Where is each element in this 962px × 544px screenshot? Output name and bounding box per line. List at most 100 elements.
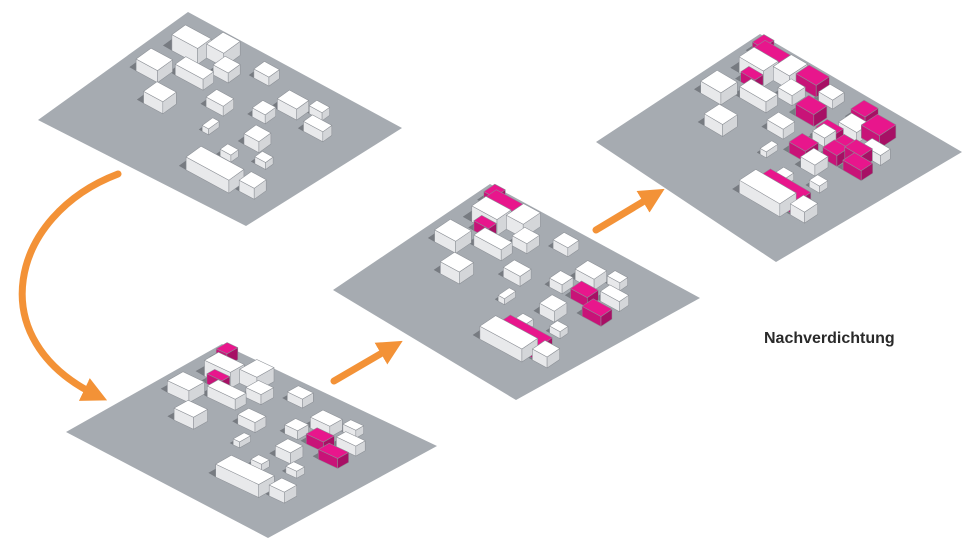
building-roof <box>790 194 818 213</box>
existing-building <box>253 61 280 87</box>
existing-building <box>739 169 797 218</box>
building-roof <box>318 442 349 459</box>
existing-building <box>549 320 569 339</box>
existing-building <box>766 111 795 140</box>
existing-building <box>818 84 845 110</box>
building-roof <box>434 219 472 242</box>
building-roof <box>206 31 241 54</box>
building-roof <box>532 340 560 358</box>
building-roof <box>254 151 274 163</box>
building-roof <box>143 81 177 103</box>
existing-building <box>704 103 738 137</box>
existing-building <box>552 232 580 258</box>
building-roof <box>773 54 808 77</box>
building-roof <box>511 227 540 244</box>
existing-building <box>600 284 629 312</box>
process-arrows <box>18 170 665 401</box>
existing-building <box>809 174 828 194</box>
building-roof <box>471 196 512 220</box>
building-roof <box>473 227 513 251</box>
building-roof <box>285 461 305 472</box>
existing-building <box>759 140 778 159</box>
building-roof <box>201 117 220 130</box>
existing-building <box>237 407 267 433</box>
building-roof <box>440 251 474 273</box>
existing-building <box>574 260 607 291</box>
existing-building <box>268 477 297 504</box>
building-roof <box>795 64 830 86</box>
building-roof <box>232 432 251 443</box>
existing-building <box>135 47 173 83</box>
building-roof <box>600 284 629 302</box>
existing-building <box>777 78 806 106</box>
building-roof <box>287 385 314 400</box>
arrow-stage-1-to-2 <box>330 340 403 385</box>
building-roof <box>539 294 568 312</box>
existing-building <box>219 143 239 163</box>
building-roof <box>842 152 873 171</box>
existing-building <box>143 81 177 115</box>
building-roof <box>310 409 343 427</box>
existing-building <box>790 194 818 224</box>
building-roof <box>173 399 208 418</box>
existing-building <box>175 56 214 91</box>
building-roof <box>215 342 239 355</box>
existing-building <box>285 461 305 479</box>
building-roof <box>303 114 333 133</box>
building-roof <box>479 315 538 350</box>
existing-building <box>284 418 309 441</box>
building-roof <box>275 438 304 454</box>
existing-building <box>511 227 540 254</box>
building-roof <box>207 379 247 400</box>
building-roof <box>574 260 607 280</box>
building-roof <box>570 280 599 298</box>
building-roof <box>739 78 778 103</box>
building-roof <box>809 174 828 187</box>
building-roof <box>862 138 891 156</box>
building-roof <box>309 100 330 113</box>
building-roof <box>171 24 212 49</box>
building-roof <box>861 113 897 136</box>
site-plate-2 <box>333 183 700 400</box>
existing-building <box>303 114 333 143</box>
site-plate-3 <box>596 34 962 262</box>
building-roof <box>336 431 366 447</box>
building-roof <box>818 84 845 101</box>
existing-building <box>739 78 778 114</box>
building-roof <box>277 89 309 110</box>
building-roof <box>239 359 275 378</box>
existing-building <box>277 89 309 121</box>
existing-building <box>700 70 738 106</box>
building-roof <box>506 203 541 225</box>
building-roof <box>581 298 613 317</box>
building-roof <box>740 66 764 81</box>
building-roof <box>788 133 819 152</box>
existing-building <box>287 385 314 409</box>
new-building <box>581 298 613 327</box>
existing-building <box>243 124 272 153</box>
building-roof <box>700 70 738 94</box>
building-roof <box>284 418 309 432</box>
arrow-stage-0-to-1 <box>18 170 122 401</box>
ground-plate <box>333 184 700 400</box>
existing-building <box>606 270 628 292</box>
ground-plate <box>66 344 437 538</box>
building-roof <box>175 56 214 80</box>
building-roof <box>250 454 270 465</box>
building-roof <box>795 95 828 115</box>
site-plate-1 <box>66 342 437 538</box>
existing-building <box>254 151 274 170</box>
building-roof <box>738 46 779 72</box>
existing-building <box>215 455 275 498</box>
existing-building <box>185 145 245 194</box>
existing-building <box>173 399 208 430</box>
arrow-stage-2-to-3 <box>592 188 665 234</box>
building-roof <box>215 455 275 485</box>
building-roof <box>766 111 795 130</box>
ground-plate <box>596 34 962 262</box>
existing-building <box>473 227 513 262</box>
building-roof <box>238 171 267 189</box>
existing-building <box>309 100 330 121</box>
existing-building <box>167 371 205 404</box>
